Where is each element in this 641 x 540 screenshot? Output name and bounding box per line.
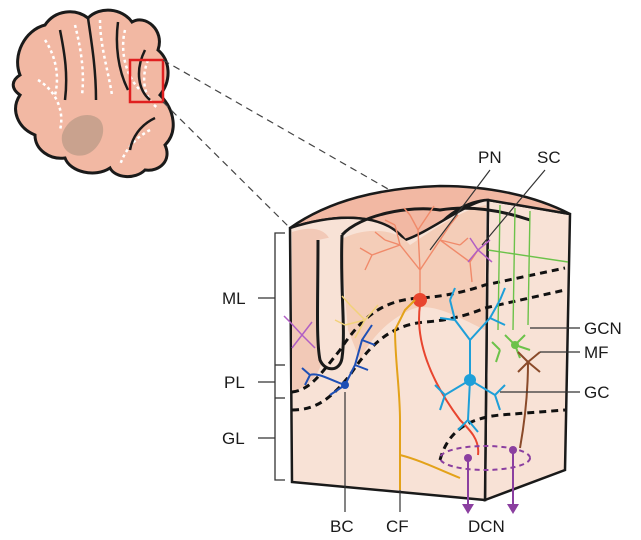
cerebellum-overview-outline — [13, 10, 173, 176]
cerebellum-overview — [13, 10, 173, 176]
label-ml: ML — [222, 289, 246, 308]
projection-line-bottom — [163, 102, 290, 228]
label-mf: MF — [584, 343, 609, 362]
granule-cell-soma — [511, 341, 519, 349]
purkinje-soma — [413, 293, 427, 307]
basket-cell-soma — [341, 381, 349, 389]
layer-brackets — [258, 233, 285, 480]
label-bc: BC — [330, 517, 354, 536]
label-cf: CF — [386, 517, 409, 536]
label-pn: PN — [478, 148, 502, 167]
label-sc: SC — [537, 148, 561, 167]
tissue-block — [290, 186, 570, 500]
label-pl: PL — [224, 373, 245, 392]
label-dcn: DCN — [468, 517, 505, 536]
label-gcn: GCN — [584, 319, 622, 338]
projection-line-top — [163, 60, 395, 193]
label-gc: GC — [584, 383, 610, 402]
label-gl: GL — [222, 429, 245, 448]
golgi-cell-soma — [464, 374, 476, 386]
